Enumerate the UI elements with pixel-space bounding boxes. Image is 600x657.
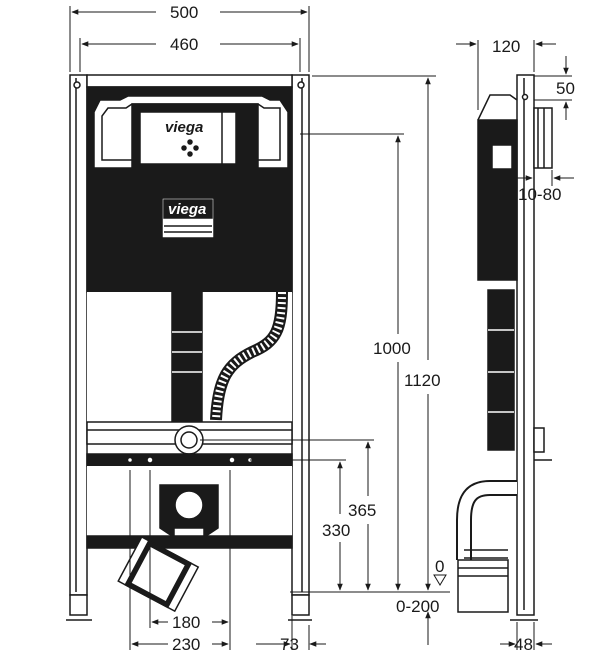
side-upright <box>516 74 535 616</box>
right-foot <box>291 594 310 616</box>
dimension-labels: 500 460 120 50 10-80 1000 1120 365 330 0… <box>170 3 575 654</box>
brand-badge-logo: viega <box>168 201 206 218</box>
dim-73: 73 <box>280 635 299 654</box>
actuator-logo: viega <box>165 119 203 136</box>
flush-pipe <box>171 291 203 423</box>
dim-460: 460 <box>170 35 198 54</box>
top-rail <box>86 74 293 88</box>
dim-330: 330 <box>322 521 350 540</box>
dimension-lines <box>69 6 574 650</box>
dim-zero: 0 <box>435 557 444 576</box>
dim-120: 120 <box>492 37 520 56</box>
pan-connector <box>117 535 200 613</box>
right-upright <box>291 74 310 596</box>
left-foot <box>69 594 88 616</box>
dim-500: 500 <box>170 3 198 22</box>
side-view <box>456 74 553 621</box>
dim-180: 180 <box>172 613 200 632</box>
dim-48: 48 <box>514 635 533 654</box>
dim-230: 230 <box>172 635 200 654</box>
dim-1000: 1000 <box>373 339 411 358</box>
front-view: viega viega <box>66 74 312 621</box>
side-cistern <box>477 119 518 281</box>
dim-50: 50 <box>556 79 575 98</box>
dim-365: 365 <box>348 501 376 520</box>
left-upright <box>69 74 88 596</box>
dim-1120: 1120 <box>404 371 441 390</box>
dim-10-80: 10-80 <box>518 185 561 204</box>
dim-0-200: 0-200 <box>396 597 439 616</box>
